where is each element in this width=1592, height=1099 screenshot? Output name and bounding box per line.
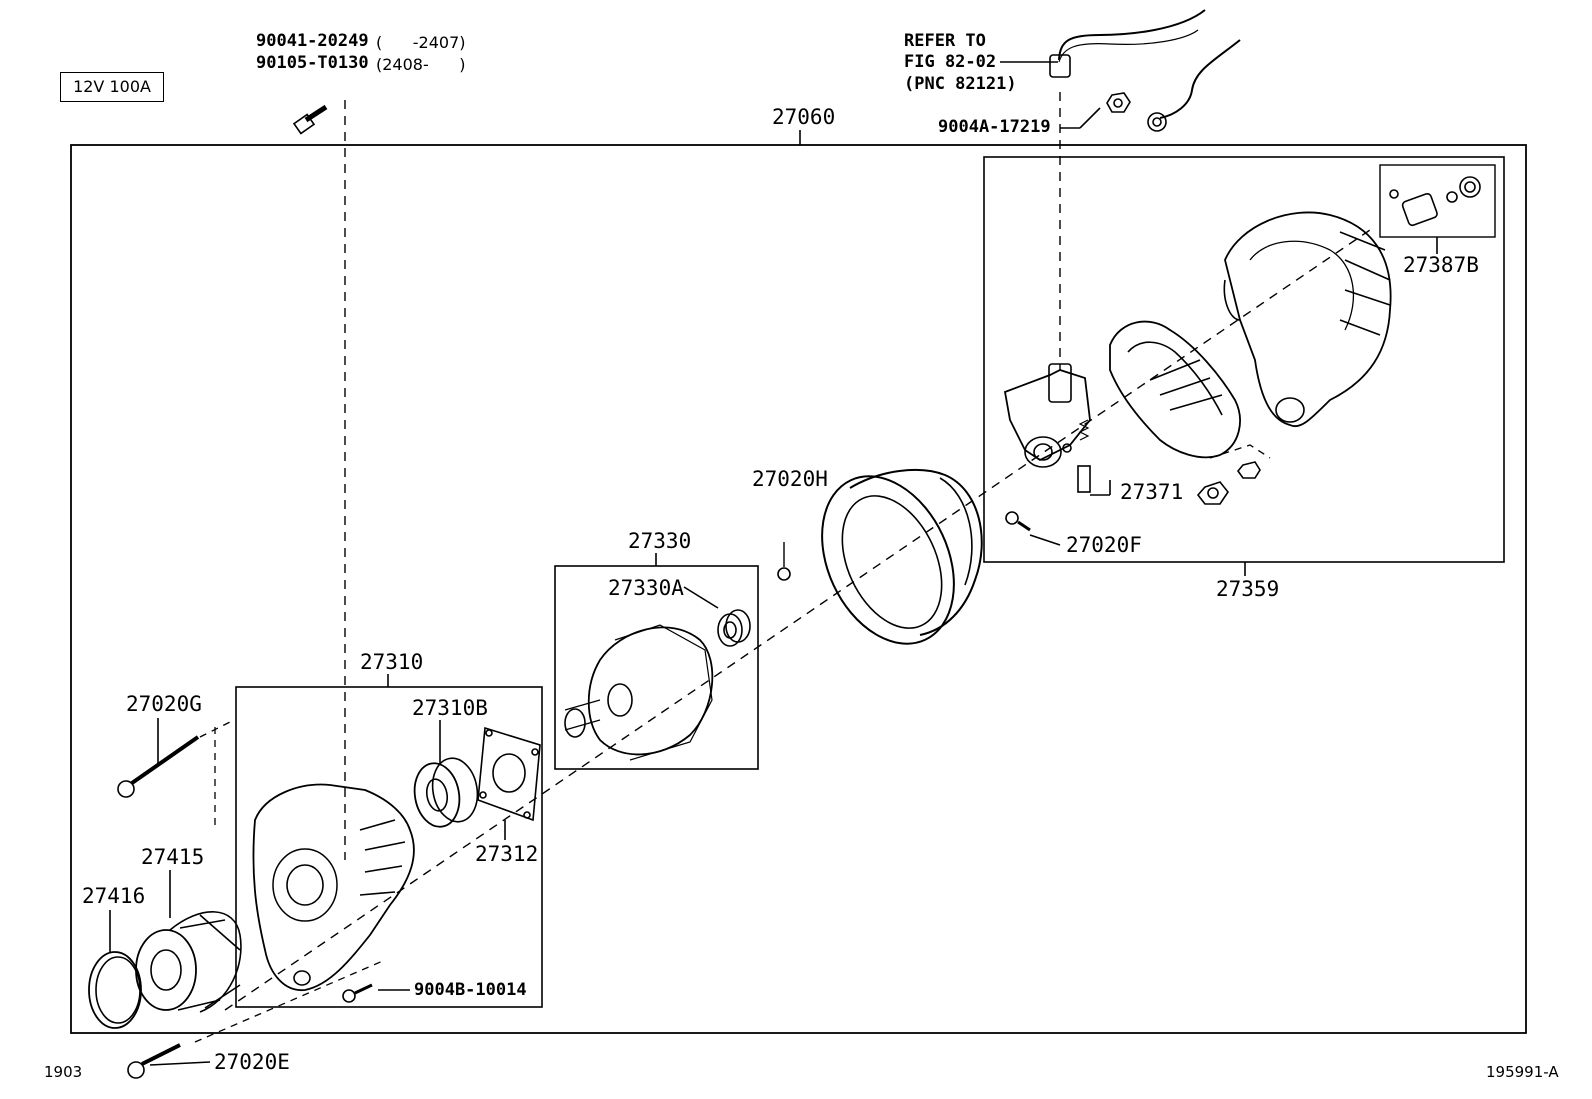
bearing-27310B-icon <box>413 757 479 828</box>
label-27060: 27060 <box>772 105 836 129</box>
screw-27020H-icon <box>777 542 791 581</box>
label-27330A: 27330A <box>608 576 684 600</box>
label-27359: 27359 <box>1216 577 1280 601</box>
screw-27020F-icon <box>1005 511 1031 532</box>
pulley-cap-icon <box>88 951 142 1029</box>
bearing-27330A-icon <box>717 609 751 647</box>
bolt-top-line1-range: ( -2407) <box>376 33 466 52</box>
top-bolt-icon <box>292 104 328 135</box>
regulator-icon <box>1003 363 1091 468</box>
label-27330: 27330 <box>628 529 692 553</box>
label-27387B: 27387B <box>1403 253 1479 277</box>
wire-harness-icon <box>1049 9 1241 132</box>
rotor-icon <box>564 624 714 761</box>
refer-note-line2: FIG 82-02 <box>904 52 997 72</box>
label-27020E: 27020E <box>214 1050 290 1074</box>
frame-27310 <box>235 686 543 1008</box>
label-9004B-10014: 9004B-10014 <box>414 980 527 1000</box>
label-27020F: 27020F <box>1066 533 1142 557</box>
label-27310: 27310 <box>360 650 424 674</box>
bolt-27020E-icon <box>127 1043 181 1079</box>
front-housing-icon <box>252 783 415 991</box>
label-27416: 27416 <box>82 884 146 908</box>
refer-note-line3: (PNC 82121) <box>904 74 1017 94</box>
frame-27387B <box>1379 164 1496 238</box>
stator-icon <box>821 468 983 645</box>
nuts-icon <box>1196 461 1261 505</box>
label-27312: 27312 <box>475 842 539 866</box>
label-9004A-17219: 9004A-17219 <box>938 117 1051 137</box>
screw-9004B-icon <box>342 983 373 1003</box>
frame-27359 <box>983 156 1505 563</box>
terminal-kit-icon <box>1389 176 1481 227</box>
label-27310B: 27310B <box>412 696 488 720</box>
footer-left-code: 1903 <box>44 1063 83 1081</box>
assembly-axis <box>224 229 1371 1011</box>
label-27020G: 27020G <box>126 692 202 716</box>
label-27020H: 27020H <box>752 467 828 491</box>
assembly-frame-27060 <box>70 144 1527 1034</box>
spec-box: 12V 100A <box>60 72 164 102</box>
bolt-top-line1-part: 90041-20249 <box>256 31 369 51</box>
pulley-icon <box>135 911 242 1013</box>
refer-note-line1: REFER TO <box>904 31 986 51</box>
bolt-top-line2-range: (2408- ) <box>376 55 466 74</box>
brush-spring-icon <box>1077 419 1111 496</box>
rear-housing-icon <box>1223 211 1392 428</box>
bolt-27020G-icon <box>117 735 200 798</box>
plate-27312-icon <box>477 726 541 822</box>
footer-right-code: 195991-A <box>1486 1063 1559 1081</box>
label-27371: 27371 <box>1120 480 1184 504</box>
rectifier-icon <box>1109 320 1241 459</box>
label-27415: 27415 <box>141 845 205 869</box>
bolt-top-line2-part: 90105-T0130 <box>256 53 369 73</box>
